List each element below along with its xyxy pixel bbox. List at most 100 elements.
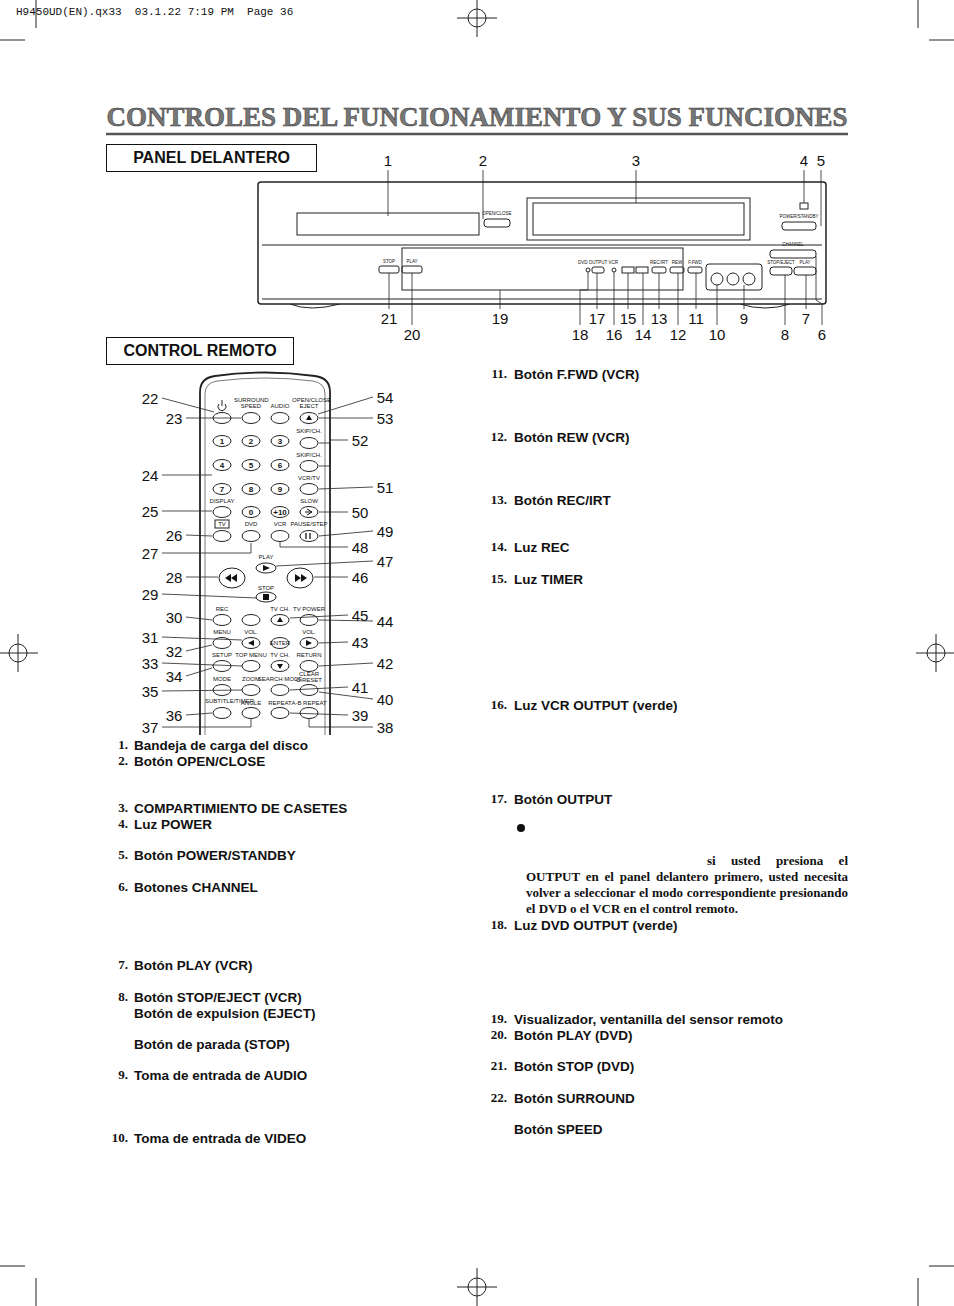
button-label: TV CH.	[270, 606, 290, 612]
callout-number: 32	[166, 643, 183, 660]
crop-line	[36, 1278, 37, 1306]
key-number: 2	[249, 437, 253, 446]
leader-line	[319, 418, 373, 419]
ffwd-icon	[295, 574, 307, 582]
item-name: Botón REC/IRT	[514, 493, 611, 508]
callout-number: 34	[166, 668, 183, 685]
callout-number: 31	[142, 629, 159, 646]
leader-line	[330, 440, 348, 441]
callout-number: 37	[142, 719, 159, 736]
stop-button	[379, 266, 399, 273]
jack	[727, 273, 739, 285]
button-label: PAUSE/STEP	[290, 521, 327, 527]
print-header: H9450UD(EN).qx33 03.1.22 7:19 PM Page 36	[16, 6, 293, 18]
item-number: 9.	[118, 1067, 128, 1083]
panel-lip	[262, 299, 822, 300]
crop-line	[929, 1266, 954, 1267]
leader-line	[636, 170, 637, 203]
leader-line	[821, 170, 822, 226]
item-name: Botón PLAY (DVD)	[514, 1028, 633, 1043]
leader-line	[186, 668, 212, 676]
item-name: Toma de entrada de VIDEO	[134, 1131, 306, 1146]
item-name: Luz VCR OUTPUT (verde)	[514, 698, 678, 713]
item-name: Botón SURROUND	[514, 1091, 635, 1106]
registration-line	[477, 0, 478, 37]
button-label: VOL.	[244, 629, 258, 635]
button-label: ENTER	[270, 640, 290, 646]
item-name: Toma de entrada de AUDIO	[134, 1068, 307, 1083]
remote-button	[242, 436, 260, 447]
stop-eject-button	[770, 267, 792, 275]
panel-marking: DVD OUTPUT VCR	[578, 260, 618, 265]
button-label: ANGLE	[241, 700, 261, 706]
item-name: Botón F.FWD (VCR)	[514, 367, 639, 382]
remote-button	[300, 708, 318, 719]
button-label: VCR/TV	[298, 475, 320, 481]
key-number: 8	[249, 485, 253, 494]
leader-line	[816, 256, 822, 325]
item-number: 7.	[118, 957, 128, 973]
panel-marking: CHANNEL	[782, 242, 804, 247]
leader-line	[388, 170, 389, 216]
remote-inner	[205, 378, 325, 735]
remote-button	[242, 484, 260, 495]
leaders	[162, 170, 822, 727]
callout-number: 8	[781, 326, 789, 343]
callout-number: 29	[142, 586, 159, 603]
item-name: Botón de parada (STOP)	[134, 1037, 290, 1052]
item-number: 14.	[491, 539, 507, 555]
item-name: Luz DVD OUTPUT (verde)	[514, 918, 678, 933]
registration-line	[936, 634, 937, 672]
item-number: 17.	[491, 791, 507, 807]
callout-number: 1	[384, 152, 392, 169]
bullet	[517, 824, 525, 832]
remote-button	[300, 531, 318, 542]
button-label: OPEN/CLOSE EJECT	[292, 397, 326, 409]
channel-button	[770, 250, 816, 258]
remote-button	[213, 436, 231, 447]
ffwd-button	[688, 267, 702, 273]
item-name: Botón OUTPUT	[514, 792, 612, 807]
button-label: MODE	[213, 676, 231, 682]
led-rec	[622, 267, 634, 273]
callout-number: 16	[606, 326, 623, 343]
leader-line	[276, 561, 373, 566]
callout-number: 35	[142, 683, 159, 700]
play-button	[402, 266, 422, 273]
button-label: SEARCH MODE	[258, 676, 303, 682]
leader-line	[162, 475, 212, 476]
button-label: SKIP/CH.	[296, 452, 322, 458]
item-number: 6.	[118, 879, 128, 895]
callout-number: 52	[352, 432, 369, 449]
remote-button	[300, 685, 318, 696]
leader-line	[186, 577, 218, 578]
remote-button	[300, 484, 318, 495]
leader-line	[628, 273, 629, 309]
callout-number: 27	[142, 545, 159, 562]
leader-line	[162, 511, 212, 512]
callout-number: 48	[352, 539, 369, 556]
leader-line	[389, 273, 390, 309]
key-number: +10	[273, 508, 287, 517]
power-icon	[218, 400, 226, 411]
registration-line	[18, 634, 19, 672]
output-button	[592, 267, 604, 273]
leader-line	[186, 418, 241, 419]
remote-button	[213, 531, 231, 542]
stop-icon	[263, 594, 269, 600]
jack	[711, 273, 723, 285]
callout-number: 25	[142, 503, 159, 520]
callout-number: 28	[166, 569, 183, 586]
remote-button	[213, 661, 231, 672]
remote-button	[300, 661, 318, 672]
remote-button	[271, 685, 289, 696]
item-number: 12.	[491, 429, 507, 445]
button-label: TV CH.	[270, 652, 290, 658]
volume-icons	[248, 640, 312, 646]
rew-button	[670, 267, 684, 273]
item-name: Bandeja de carga del disco	[134, 738, 308, 753]
button-label: STOP	[258, 585, 274, 591]
leader-line	[659, 273, 660, 309]
rew-button	[219, 568, 245, 588]
